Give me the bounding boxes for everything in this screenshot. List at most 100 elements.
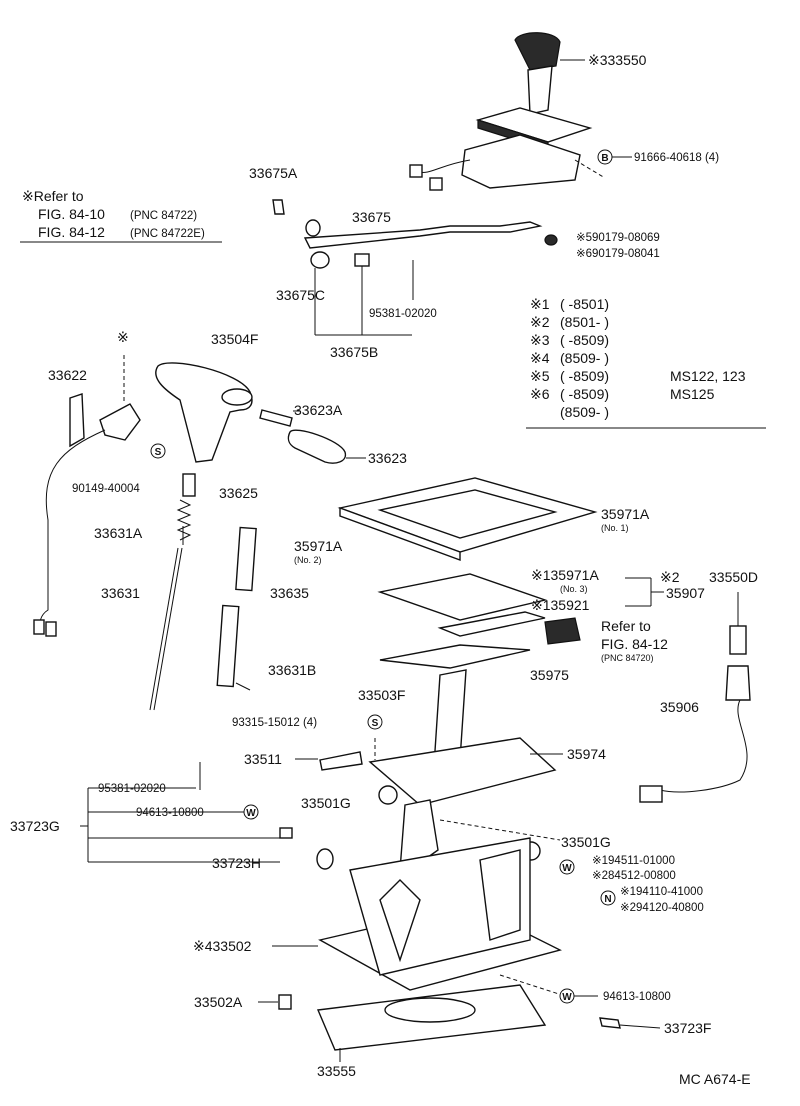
legend-range: (8509- ) <box>560 404 609 420</box>
refer-note-title: ※Refer to <box>22 188 84 204</box>
label-35971A-2-sub: (No. 2) <box>294 555 322 565</box>
label-94511: ※194511-01000 <box>592 855 675 867</box>
w-mark-2 <box>559 859 575 875</box>
label-33631B: 33631B <box>268 662 316 678</box>
label-33502A: 33502A <box>194 994 243 1010</box>
refer-note-fig1: FIG. 84-10 <box>38 206 105 222</box>
label-91666: 91666-40618 (4) <box>634 152 719 164</box>
refer-note: ※Refer to FIG. 84-10 (PNC 84722) FIG. 84… <box>20 188 222 243</box>
pin-33631B <box>235 682 251 691</box>
refer2-line2: FIG. 84-12 <box>601 636 668 652</box>
label-94120: ※294120-40800 <box>620 902 704 914</box>
bolt-callout: B <box>597 149 632 165</box>
bolt-33675A <box>272 199 285 215</box>
legend-mark: ※1 <box>530 296 550 312</box>
rod-pin <box>354 253 370 267</box>
label-90179-5: ※590179-08069 <box>576 232 660 244</box>
shift-knob-33504F <box>155 362 253 463</box>
legend-mark: ※4 <box>530 350 550 366</box>
plate-35971A-no3 <box>377 573 548 621</box>
sensor-connector <box>639 785 663 803</box>
push-rod-33631 <box>149 547 179 711</box>
frame-side <box>339 506 461 562</box>
label-33502: ※433502 <box>193 938 252 954</box>
knob-opening <box>221 388 253 406</box>
label-35921: ※135921 <box>531 597 590 613</box>
bolt-33723F <box>599 1017 621 1029</box>
bushing-33723H <box>316 848 334 870</box>
label-94613-a: 94613-10800 <box>136 807 204 819</box>
refer2-line3: (PNC 84720) <box>601 653 654 663</box>
shift-lever-assembly <box>409 32 606 191</box>
bracket-33622 <box>69 393 85 448</box>
sensor-35906 <box>639 592 751 803</box>
bushing-33502A <box>278 994 292 1010</box>
nut-90179 <box>544 234 558 246</box>
label-33555: 33555 <box>317 1063 356 1079</box>
w-mark-1 <box>243 804 259 820</box>
dust-cover-35975 <box>379 644 531 669</box>
sensor-socket <box>725 665 751 701</box>
label-33504F: 33504F <box>211 331 258 347</box>
base-left-window <box>379 879 421 963</box>
label-35974: 35974 <box>567 746 606 762</box>
label-90149: 90149-40004 <box>72 483 140 495</box>
legend-model: MS122, 123 <box>670 368 746 384</box>
leader-33723F <box>619 1024 661 1029</box>
w-mark-letter: W <box>562 992 572 1003</box>
control-rod-group <box>272 199 558 336</box>
wire-connector-a <box>33 619 45 635</box>
label-33622: 33622 <box>48 367 87 383</box>
legend-range: ( -8509) <box>560 332 609 348</box>
label-35971A-3: ※135971A <box>531 567 599 583</box>
label-35975: 35975 <box>530 667 569 683</box>
frame-35971A-no1-inner <box>377 489 558 539</box>
button-33623 <box>287 429 347 464</box>
label-94110: ※194110-41000 <box>620 886 703 898</box>
sensor-wire <box>659 699 748 793</box>
s-mark-letter: S <box>155 447 162 458</box>
legend-model: MS125 <box>670 386 715 402</box>
spring-33631A <box>176 499 192 541</box>
label-33501G-b: 33501G <box>561 834 611 850</box>
legend-row: ※2 (8501- ) <box>530 314 609 330</box>
connector-refer <box>544 617 581 645</box>
bolt-33511 <box>319 751 363 771</box>
lever-base <box>461 134 581 189</box>
gasket-hole <box>384 997 476 1023</box>
label-35907: 35907 <box>666 585 705 601</box>
legend-range: ( -8509) <box>560 386 609 402</box>
rod-bushing-top <box>305 219 321 237</box>
control-rod-33675 <box>303 221 543 249</box>
label-asterisk: ※ <box>117 329 129 345</box>
legend-row: ※5 ( -8509) MS122, 123 <box>530 368 746 384</box>
refer-note-pnc2: (PNC 84722E) <box>130 228 205 240</box>
legend-mark: ※3 <box>530 332 550 348</box>
footer-code: MC A674-E <box>679 1071 751 1087</box>
leader-94613b <box>499 974 563 996</box>
label-33631A: 33631A <box>94 525 143 541</box>
legend-row: (8509- ) <box>560 404 609 420</box>
switch-body <box>99 403 141 441</box>
rod-bushing-c <box>310 251 330 269</box>
bushing-33501G-a <box>378 785 398 805</box>
s-mark-2 <box>367 714 383 730</box>
label-33503F: 33503F <box>358 687 405 703</box>
label-93315: 93315-15012 (4) <box>232 717 317 729</box>
refer-note-pnc1: (PNC 84722) <box>130 210 197 222</box>
label-33675C: 33675C <box>276 287 325 303</box>
refer-note-fig2: FIG. 84-12 <box>38 224 105 240</box>
legend-range: ( -8501) <box>560 296 609 312</box>
connector-1 <box>409 164 423 178</box>
legend-table: ※1 ( -8501) ※2 (8501- ) ※3 ( -8509) ※4 (… <box>526 296 766 429</box>
s-mark-letter: S <box>372 718 379 729</box>
legend-mark: ※2 <box>530 314 550 330</box>
rod-33635 <box>235 526 257 592</box>
w-mark-letter: W <box>562 863 572 874</box>
label-35971A-3-sub: (No. 3) <box>560 584 588 594</box>
sensor-bulb <box>729 625 747 655</box>
label-90179-6: ※690179-08041 <box>576 248 660 260</box>
legend-row: ※6 ( -8509) MS125 <box>530 386 715 402</box>
label-33723H: 33723H <box>212 855 261 871</box>
